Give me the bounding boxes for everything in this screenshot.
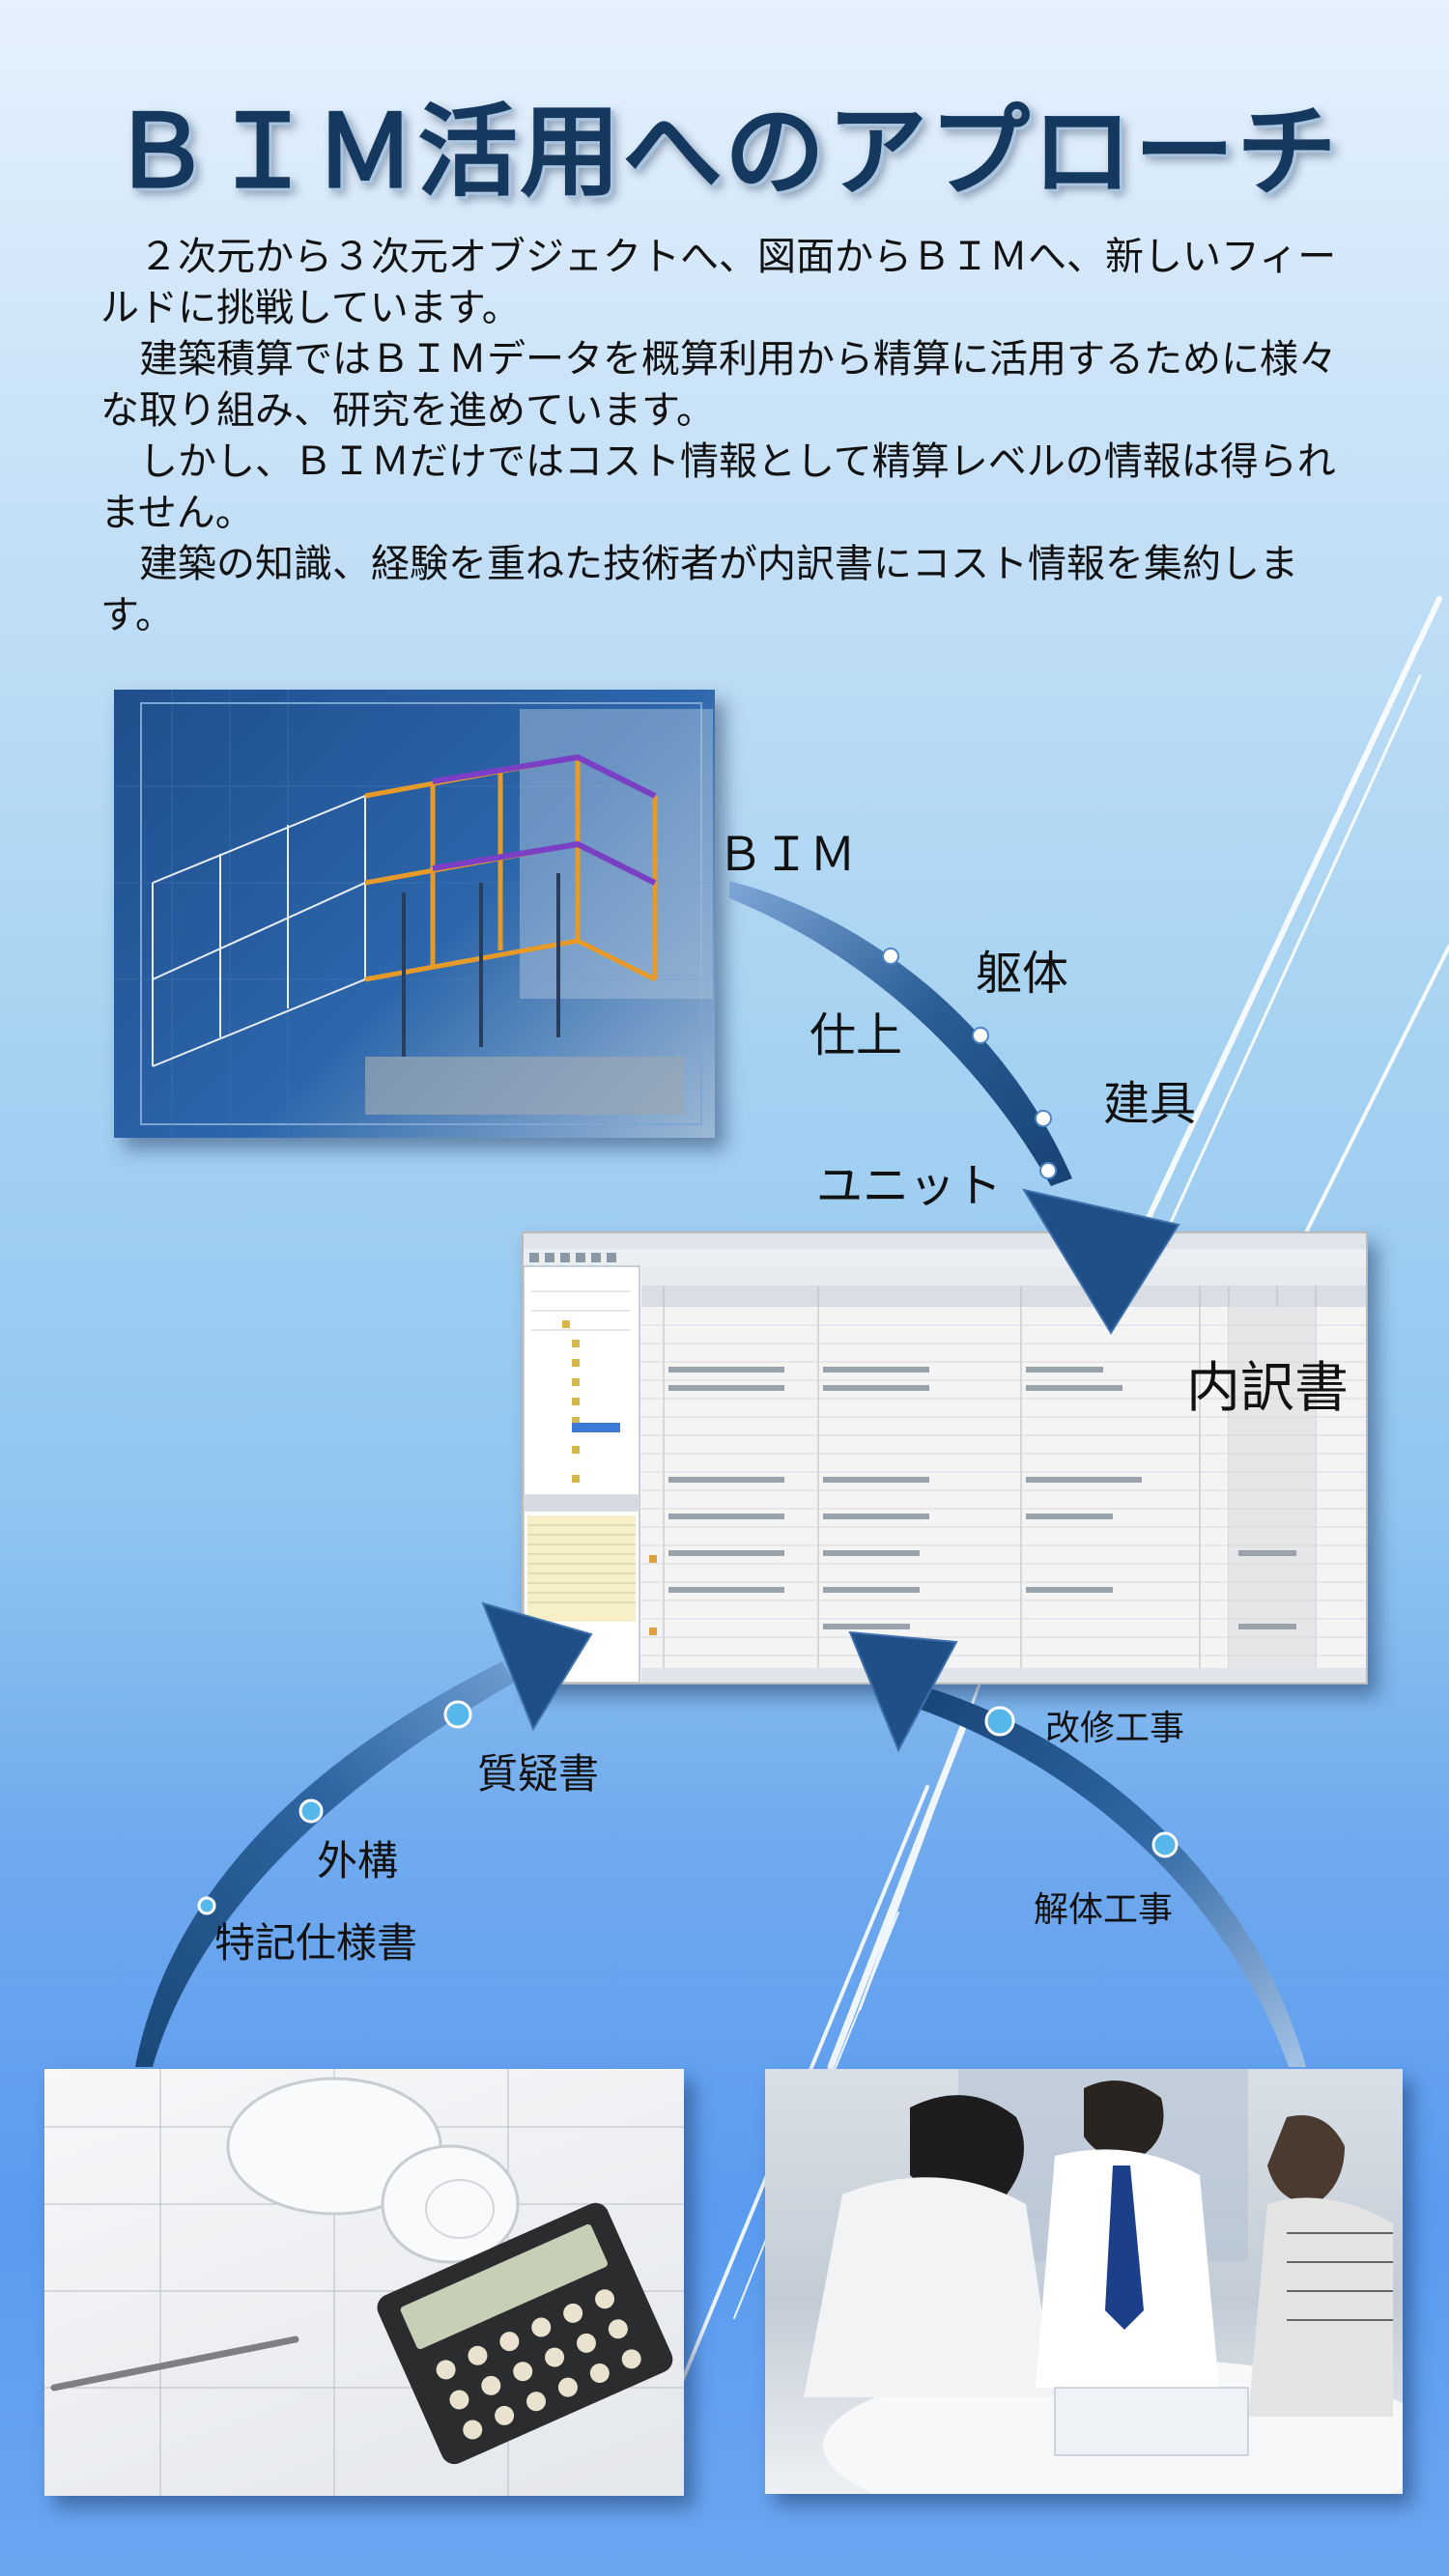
label-kaitai: 解体工事 <box>1034 1890 1174 1930</box>
arrow-team-to-estimate <box>848 1630 1306 2067</box>
label-shitsugisho: 質疑書 <box>477 1750 600 1798</box>
intro-paragraph-3: しかし、ＢＩＭだけではコスト情報として精算レベルの情報は得られません。 <box>100 439 1336 535</box>
arrow-blue-beads <box>197 1700 1179 1915</box>
bim-model-image <box>114 690 715 1138</box>
intro-text: ２次元から３次元オブジェクトへ、図面からＢＩＭへ、新しいフィールドに挑戦していま… <box>100 232 1356 641</box>
label-shiage: 仕上 <box>810 1008 903 1062</box>
drawings-calculator-image <box>44 2069 684 2496</box>
label-kaishu: 改修工事 <box>1045 1709 1185 1748</box>
intro-paragraph-2: 建築積算ではＢＩＭデータを概算利用から精算に活用するために様々な取り組み、研究を… <box>100 337 1337 433</box>
intro-paragraph-4: 建築の知識、経験を重ねた技術者が内訳書にコスト情報を集約します。 <box>100 542 1298 637</box>
label-tokki: 特記仕様書 <box>214 1919 418 1967</box>
label-gaiko: 外構 <box>317 1837 399 1884</box>
arrow-beads <box>882 948 1057 1179</box>
label-uchiwakesho: 内訳書 <box>1186 1357 1349 1420</box>
estimate-software-screenshot <box>522 1231 1368 1684</box>
team-meeting-graphic <box>804 2069 1403 2494</box>
label-bim: ＢＩＭ <box>717 828 857 882</box>
label-unit: ユニット <box>816 1159 1003 1213</box>
label-kutai: 躯体 <box>976 947 1069 1001</box>
arrow-bim-to-estimate <box>729 881 1180 1335</box>
label-tategu: 建具 <box>1103 1077 1197 1131</box>
steel-frame-graphic <box>114 690 715 1138</box>
arrow-drawings-to-estimate <box>135 1601 593 2067</box>
page-title: ＢＩＭ活用へのアプローチ <box>109 93 1339 211</box>
drawings-calculator-graphic <box>44 2069 684 2496</box>
team-meeting-image <box>765 2069 1403 2494</box>
intro-paragraph-1: ２次元から３次元オブジェクトへ、図面からＢＩＭへ、新しいフィールドに挑戦していま… <box>100 235 1337 330</box>
